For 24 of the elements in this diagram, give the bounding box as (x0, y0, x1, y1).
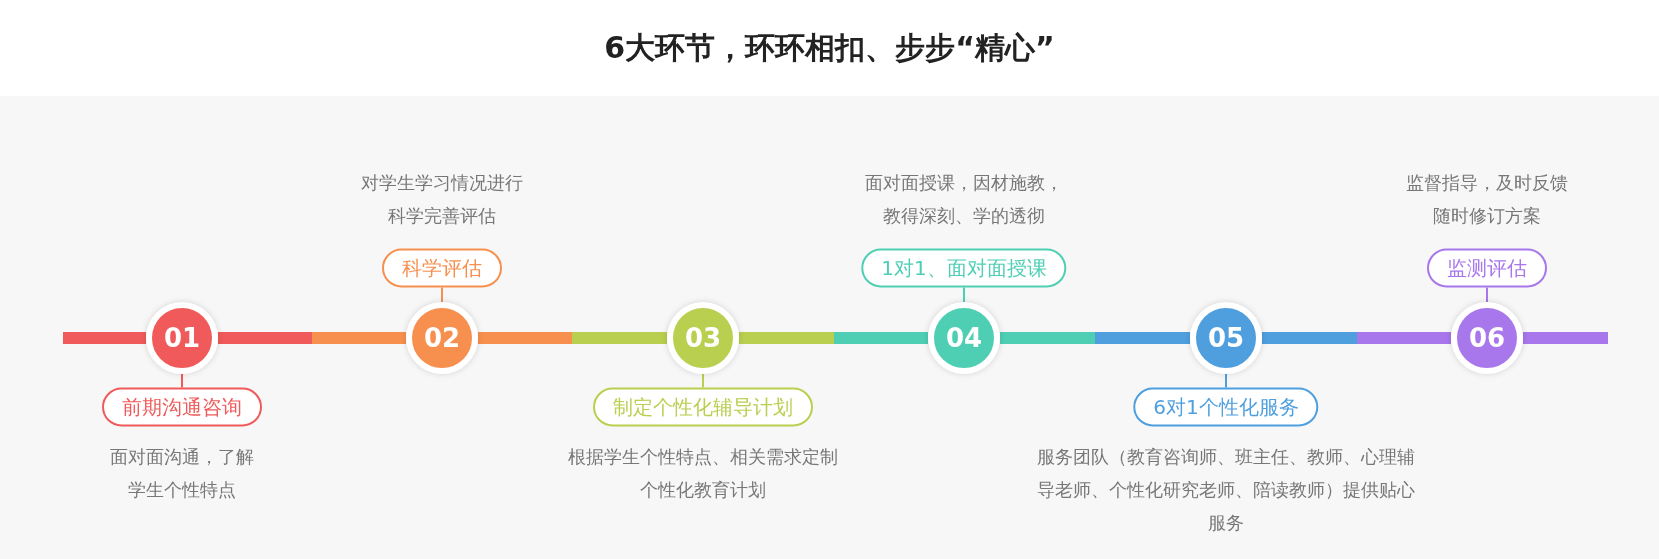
step-description: 面对面沟通，了解学生个性特点 (109, 445, 255, 502)
connector-line (1225, 373, 1227, 389)
connector-line (181, 373, 183, 389)
title: 6大环节，环环相扣、步步“精心” (603, 29, 1056, 67)
step-label: 科学评估 (382, 248, 502, 288)
step-label: 监测评估 (1427, 248, 1547, 288)
timeline-segment (739, 332, 928, 344)
step-description: 根据学生个性特点、相关需求定制个性化教育计划 (567, 445, 839, 502)
timeline-segment (218, 332, 406, 344)
step-description: 面对面授课，因材施教，教得深刻、学的透彻 (864, 171, 1064, 228)
timeline-segment (1262, 332, 1451, 344)
step-label: 1对1、面对面授课 (861, 248, 1067, 288)
timeline-segment (478, 332, 667, 344)
step-description: 监督指导，及时反馈随时修订方案 (1405, 171, 1569, 228)
step-label: 制定个性化辅导计划 (593, 387, 813, 427)
step-description: 服务团队（教育咨询师、班主任、教师、心理辅导老师、个性化研究老师、陪读教师）提供贴心服务 (1036, 445, 1416, 535)
connector-line (702, 373, 704, 389)
step-description: 对学生学习情况进行科学完善评估 (360, 171, 524, 228)
connector-line (441, 286, 443, 303)
step-label: 6对1个性化服务 (1133, 387, 1319, 427)
step-label: 前期沟通咨询 (102, 387, 262, 427)
timeline-segment (1000, 332, 1190, 344)
connector-line (1486, 286, 1488, 303)
connector-line (963, 286, 965, 303)
